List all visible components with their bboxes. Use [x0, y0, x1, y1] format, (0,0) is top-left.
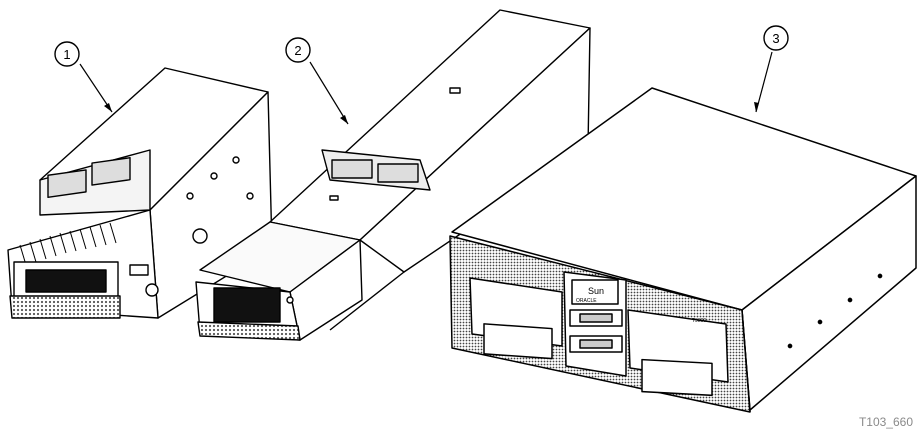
- callout-3: 3: [754, 25, 789, 113]
- brand-logo: Sun: [588, 286, 604, 296]
- brand-sublogo: ORACLE: [576, 298, 597, 304]
- component-2-module: [195, 9, 591, 341]
- figure-id: T103_660: [858, 415, 913, 429]
- callout-3-number: 3: [772, 31, 779, 46]
- callout-2-number: 2: [294, 43, 301, 58]
- callout-1: 1: [54, 41, 113, 113]
- component-3-chassis: Sun ORACLE T9800: [449, 87, 917, 413]
- component-1-module: [7, 67, 273, 319]
- callout-2: 2: [285, 37, 349, 125]
- callout-1-number: 1: [63, 47, 70, 62]
- model-badge: T9800: [692, 318, 706, 324]
